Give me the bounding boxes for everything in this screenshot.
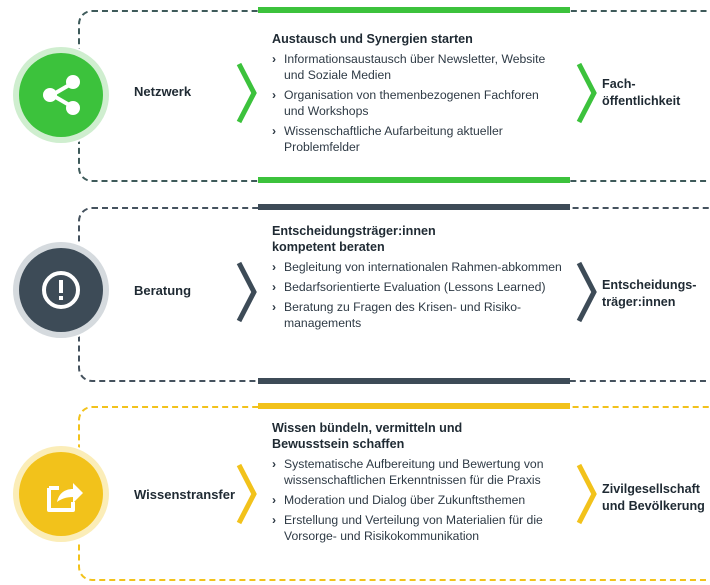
icon-badge [11,45,111,145]
list-item: ›Beratung zu Fragen des Krisen- und Risi… [272,300,522,330]
forward-share-icon [47,483,83,512]
chevron-right-icon [576,261,597,323]
bullet-chevron-icon: › [272,513,277,527]
exclamation-icon [42,271,80,309]
row-heading: Austausch und Synergien starten [272,32,473,46]
list-item: ›Moderation und Dialog über Zukunftsthem… [272,493,526,507]
list-item: ›Organisation von themenbezogenen Fachfo… [272,88,539,118]
top-accent-bar [258,7,570,13]
icon-badge [11,444,111,544]
bottom-accent-bar [258,378,570,384]
bullet-chevron-icon: › [272,300,277,314]
target-audience: Fach- öffentlichkeit [602,77,681,108]
chevron-right-icon [576,463,597,525]
row-list: ›Begleitung von internationalen Rahmen-a… [272,259,562,331]
row-heading: Entscheidungsträger:innen kompetent bera… [272,224,436,254]
icon-badge [11,240,111,340]
list-item: ›Systematische Aufbereitung und Bewertun… [272,457,544,487]
bullet-chevron-icon: › [272,280,277,294]
chevron-right-icon [576,62,597,124]
row-label: Netzwerk [134,84,192,99]
share-icon [43,75,80,115]
bullet-chevron-icon: › [272,88,277,102]
row-label: Wissenstransfer [134,487,236,502]
chevron-right-icon [236,463,257,525]
bullet-chevron-icon: › [272,124,277,138]
icon-circle [19,53,103,137]
icon-circle [19,248,103,332]
row-label: Beratung [134,283,192,298]
list-item: ›Informationsaustausch über Newsletter, … [272,52,546,82]
list-item: ›Begleitung von internationalen Rahmen-a… [272,260,562,274]
bullet-chevron-icon: › [272,457,277,471]
row-beratung: Beratung Entscheidungsträger:innen kompe… [0,195,710,390]
list-item: ›Bedarfsorientierte Evaluation (Lessons … [272,280,546,294]
top-accent-bar [258,403,570,409]
row-netzwerk: Netzwerk Austausch und Synergien starten… [0,0,710,190]
chevron-right-icon [236,62,257,124]
list-item: ›Erstellung und Verteilung von Materiali… [272,513,543,543]
row-list: ›Informationsaustausch über Newsletter, … [272,51,562,155]
row-wissenstransfer: Wissenstransfer Wissen bündeln, vermitte… [0,395,710,585]
bullet-chevron-icon: › [272,493,277,507]
target-audience: Zivilgesellschaft und Bevölkerung [602,482,705,513]
row-content: Wissen bündeln, vermitteln und Bewusstse… [272,420,562,548]
row-content: Austausch und Synergien starten ›Informa… [272,31,562,159]
top-accent-bar [258,204,570,210]
list-item: ›Wissenschaftliche Aufarbeitung aktuelle… [272,124,503,154]
bullet-chevron-icon: › [272,260,277,274]
icon-circle [19,452,103,536]
chevron-right-icon [236,261,257,323]
bottom-accent-bar [258,177,570,183]
row-content: Entscheidungsträger:innen kompetent bera… [272,223,562,335]
target-audience: Entscheidungs- träger:innen [602,278,697,309]
row-heading: Wissen bündeln, vermitteln und Bewusstse… [272,421,463,451]
row-list: ›Systematische Aufbereitung und Bewertun… [272,456,562,544]
bullet-chevron-icon: › [272,52,277,66]
